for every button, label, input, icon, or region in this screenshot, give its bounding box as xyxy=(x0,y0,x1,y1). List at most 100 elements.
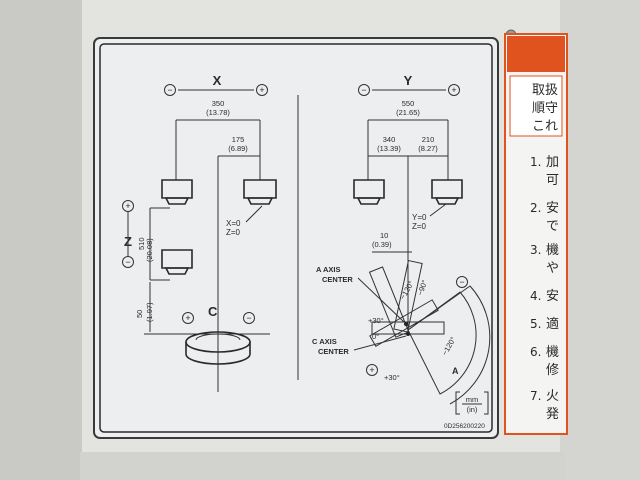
warning-header-band xyxy=(507,36,565,72)
y-dim-550-in: (21.65) xyxy=(396,108,420,117)
z-plus-icon xyxy=(122,200,134,212)
x-dim-175-in: (6.89) xyxy=(228,144,248,153)
unit-mm: mm xyxy=(466,395,479,404)
unit-in: (in) xyxy=(467,405,478,414)
diagram-label-inner-border xyxy=(99,43,493,433)
warning-item-7: 7. 火 発 xyxy=(530,389,559,422)
angle-plus-30: +30° xyxy=(368,316,384,325)
svg-text:加: 加 xyxy=(546,155,559,170)
spindle-nose-left xyxy=(164,197,190,205)
warning-intro-box xyxy=(509,75,563,137)
x-axis-section: X − + 350 (13.78) 175 (6.89) X=0 Z=0 + Z… xyxy=(122,73,277,392)
c-axis-label: C xyxy=(208,304,218,319)
a-axis-center-label-2: CENTER xyxy=(322,275,353,284)
y-dim-340: 340 xyxy=(383,135,396,144)
y-dim-340-in: (13.39) xyxy=(377,144,401,153)
spindle-nose-right xyxy=(246,197,274,205)
x-z-origin-label: Z=0 xyxy=(226,228,241,237)
warning-heading-3: これ xyxy=(532,119,558,134)
x-axis-label: X xyxy=(213,73,222,88)
y-origin-label: Y=0 xyxy=(412,213,427,222)
z-dim-510: 510 xyxy=(137,237,146,250)
c-minus-symbol: − xyxy=(246,313,251,323)
x-origin-leader xyxy=(245,205,263,223)
svg-text:1.: 1. xyxy=(530,155,541,169)
spindle-head-lower xyxy=(161,249,193,269)
part-number: 0D256200220 xyxy=(444,423,485,430)
z-dim-50: 50 xyxy=(135,310,144,318)
y-dim-10: 10 xyxy=(380,231,388,240)
tilt-table-p30 xyxy=(369,299,439,347)
angle-plus-30-outer: +30° xyxy=(384,373,400,382)
y-spindle-head-right xyxy=(431,179,463,199)
y-dim-550: 550 xyxy=(402,99,415,108)
svg-text:3.: 3. xyxy=(530,243,541,257)
a-axis-arc xyxy=(407,285,491,405)
c-plus-symbol: + xyxy=(185,313,190,323)
spindle-head-right xyxy=(243,179,277,199)
a-axis-center-dot xyxy=(404,322,408,326)
y-plus-symbol: + xyxy=(451,85,456,95)
warning-heading-2: 順守 xyxy=(532,101,558,116)
a-minus-symbol: − xyxy=(459,277,464,287)
warning-item-1: 1. 加 可 xyxy=(530,155,559,188)
svg-text:修: 修 xyxy=(546,363,559,378)
y-dim-10-in: (0.39) xyxy=(372,240,392,249)
spindle-nose-lower xyxy=(164,267,190,275)
svg-text:や: や xyxy=(546,261,559,276)
y-axis-section: Y − + 550 (21.65) 340 (13.39) 210 (8.27)… xyxy=(312,73,491,405)
svg-text:発: 発 xyxy=(546,407,559,422)
a-axis-center-leader xyxy=(357,277,405,323)
x-plus-symbol: + xyxy=(259,85,264,95)
y-dim-210: 210 xyxy=(422,135,435,144)
z-axis-label: Z xyxy=(124,234,132,249)
svg-text:安: 安 xyxy=(546,289,559,304)
a-axis-sector xyxy=(407,291,477,395)
c-axis-center-dot xyxy=(406,332,410,336)
y-spindle-nose-left xyxy=(356,197,382,205)
x-dim-350-in: (13.78) xyxy=(206,108,230,117)
z-minus-symbol: − xyxy=(125,257,130,267)
svg-text:機: 機 xyxy=(546,243,559,258)
c-axis-center-leader xyxy=(353,335,407,351)
c-minus-icon xyxy=(243,312,255,324)
x-minus-icon xyxy=(164,84,176,96)
a-plus-symbol: + xyxy=(369,365,374,375)
x-plus-icon xyxy=(256,84,268,96)
a-axis-label: A xyxy=(452,366,459,376)
warning-item-2: 2. 安 で xyxy=(530,201,559,234)
svg-text:で: で xyxy=(546,219,559,234)
a-axis-center-label-1: A AXIS xyxy=(316,265,340,274)
x-dim-175: 175 xyxy=(232,135,245,144)
warning-heading-1: 取扱 xyxy=(532,83,558,98)
y-dim-210-in: (8.27) xyxy=(418,144,438,153)
svg-text:7.: 7. xyxy=(530,389,541,403)
y-origin-leader xyxy=(429,203,447,217)
z-dim-50-in: (1.97) xyxy=(145,302,154,322)
spindle-head-left xyxy=(161,179,193,199)
y-minus-symbol: − xyxy=(361,85,366,95)
z-plus-symbol: + xyxy=(125,201,130,211)
z-dim-510-in: (20.08) xyxy=(145,238,154,262)
rotary-direction-arrow xyxy=(195,333,241,341)
y-spindle-head-left xyxy=(353,179,385,199)
y-plus-icon xyxy=(448,84,460,96)
y-axis-label: Y xyxy=(404,73,413,88)
wall-right xyxy=(560,0,640,480)
tilt-table-120 xyxy=(393,259,423,333)
y-spindle-nose-right xyxy=(434,197,460,205)
warning-item-3: 3. 機 や xyxy=(530,243,559,276)
warning-label: 取扱 順守 これ 1. 加 可 2. 安 で 3. 機 や 4. 安 5. 適 … xyxy=(504,33,568,435)
x-minus-symbol: − xyxy=(167,85,172,95)
svg-text:適: 適 xyxy=(546,316,559,332)
svg-text:6.: 6. xyxy=(530,345,541,359)
x-origin-label: X=0 xyxy=(226,219,241,228)
svg-text:4.: 4. xyxy=(530,289,541,303)
svg-text:5.: 5. xyxy=(530,317,541,331)
z-minus-icon xyxy=(122,256,134,268)
svg-text:2.: 2. xyxy=(530,201,541,215)
svg-text:機: 機 xyxy=(546,345,559,360)
y-minus-icon xyxy=(358,84,370,96)
unit-box: mm (in) xyxy=(455,391,489,415)
